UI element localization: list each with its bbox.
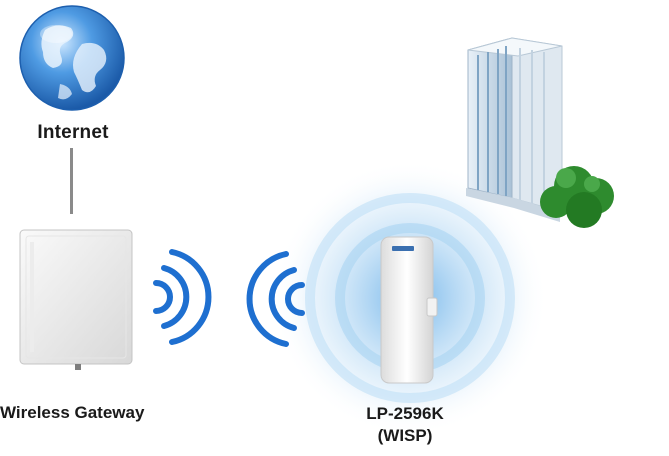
wisp-device-icon	[381, 237, 437, 383]
gateway-antenna-icon	[20, 230, 132, 370]
wisp-mode-label: (WISP)	[340, 426, 470, 446]
internet-label: Internet	[18, 122, 128, 144]
globe-icon	[20, 6, 124, 110]
gateway-signal-arcs-icon	[156, 252, 208, 342]
wireless-gateway-label: Wireless Gateway	[0, 403, 180, 423]
wisp-model-label: LP-2596K	[340, 404, 470, 424]
internet-uplink-line	[70, 148, 73, 214]
